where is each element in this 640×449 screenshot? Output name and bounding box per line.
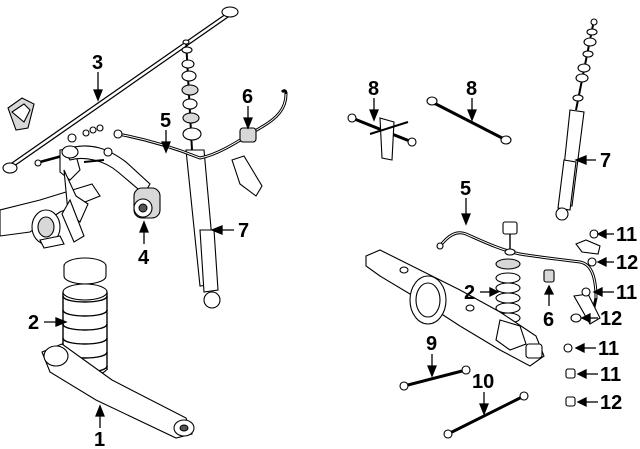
callout-2: 2: [28, 312, 39, 334]
callout-2-b: 2: [464, 282, 475, 304]
shock-absorber-right: [555, 18, 598, 221]
callout-6-b: 6: [543, 309, 554, 331]
callout-5-b: 5: [460, 178, 471, 200]
callout-9: 9: [426, 333, 437, 355]
nut-12-c: [565, 396, 576, 407]
bump-stop: [502, 221, 518, 256]
callout-1: 1: [94, 429, 105, 449]
bracket-12-a: [575, 239, 601, 255]
axle-bracket: [7, 97, 35, 131]
callout-8-a: 8: [368, 78, 379, 100]
callout-7: 7: [238, 220, 249, 242]
callout-labels: 3 5 6 7 4 2 1 8 8 7 5 11 12 2 6 11 12 9 …: [28, 52, 638, 449]
callout-4: 4: [138, 247, 150, 269]
rear-axle-housing: [0, 147, 101, 249]
lateral-rod: [2, 6, 239, 174]
callout-5: 5: [160, 110, 171, 132]
callout-11-b: 11: [616, 282, 637, 304]
link-bushing-right: [543, 269, 555, 283]
lower-link-10: [443, 391, 529, 439]
callout-12-b: 12: [600, 308, 622, 330]
leader-lines: [44, 72, 614, 428]
control-arm-bushing: [133, 187, 161, 219]
callout-11-a: 11: [616, 224, 637, 246]
washer-12-b: [570, 313, 582, 323]
callout-11-d: 11: [600, 364, 621, 386]
bolt: [34, 154, 63, 167]
callout-11-c: 11: [598, 338, 619, 360]
coil-spring-left: [62, 257, 108, 377]
nut-11-c: [581, 287, 591, 297]
nut-11-d: [563, 343, 573, 353]
upper-control-arm-right: [347, 113, 417, 161]
nut-11-e: [565, 368, 576, 379]
shock-absorber-left: [181, 39, 221, 309]
callout-12-c: 12: [600, 392, 622, 414]
callout-10: 10: [472, 371, 494, 393]
lower-trailing-arm: [41, 343, 195, 439]
stabilizer-bar-left: [113, 89, 288, 197]
callout-7-b: 7: [600, 150, 611, 172]
callout-6: 6: [242, 86, 253, 108]
rear-axle-housing-right: [365, 249, 545, 367]
upper-link-right: [426, 96, 512, 145]
washers: [67, 124, 104, 143]
lower-link-9: [399, 365, 471, 391]
callout-12-a: 12: [616, 252, 638, 274]
callout-3: 3: [92, 52, 103, 74]
callout-8-b: 8: [466, 78, 477, 100]
nut-11-b: [587, 257, 597, 267]
